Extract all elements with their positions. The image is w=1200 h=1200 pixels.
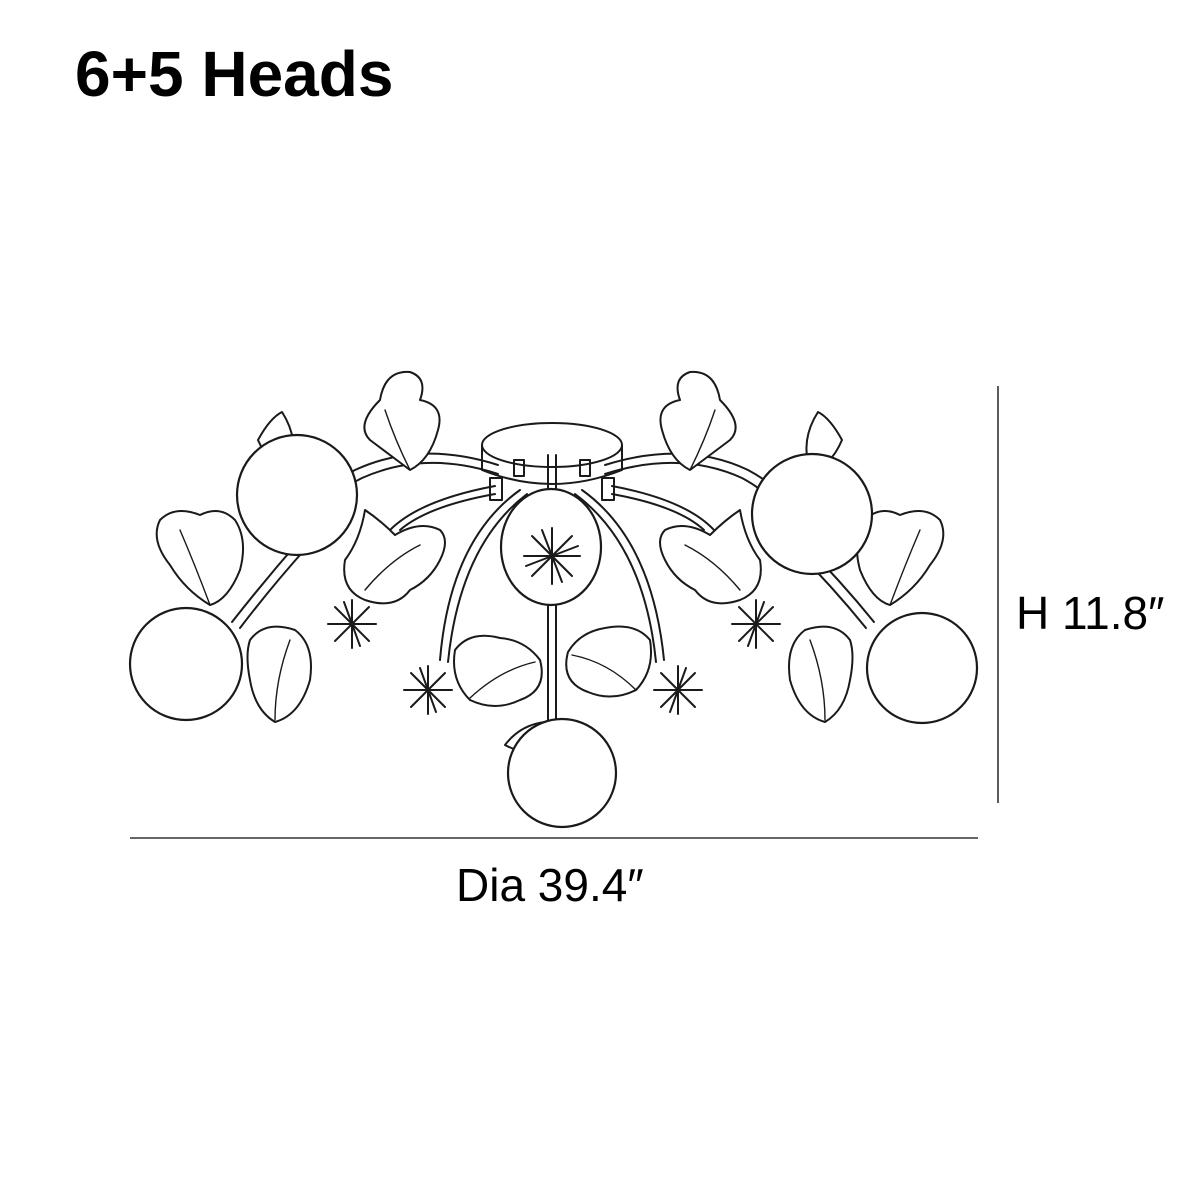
leaf-inner-right <box>659 509 762 605</box>
starburst-lower-left <box>403 665 453 715</box>
leaf-top-right <box>659 370 737 471</box>
globe-upper-left <box>235 433 359 557</box>
page-title: 6+5 Heads <box>75 38 394 110</box>
globe-lower-right <box>865 611 979 725</box>
ceiling-canopy <box>481 422 623 485</box>
starburst-lower-right <box>653 665 703 715</box>
globes <box>128 433 979 829</box>
height-label: H 11.8″ <box>1016 587 1165 639</box>
leaf-inner-left <box>343 509 446 605</box>
globe-bottom-center <box>506 717 618 829</box>
diameter-label: Dia 39.4″ <box>456 859 644 911</box>
leaf-bottom-center-right <box>565 625 652 698</box>
starburst-center <box>523 527 581 585</box>
leaf-far-right <box>855 510 945 606</box>
starburst-left-mid <box>327 599 377 649</box>
leaf-top-left <box>363 370 441 471</box>
leaf-far-left <box>155 510 245 606</box>
starburst-accents <box>327 527 781 715</box>
globe-upper-right <box>750 452 874 576</box>
starburst-right-mid <box>731 599 781 649</box>
leaf-bottom-center-left <box>453 634 543 707</box>
globe-lower-left <box>128 606 244 722</box>
